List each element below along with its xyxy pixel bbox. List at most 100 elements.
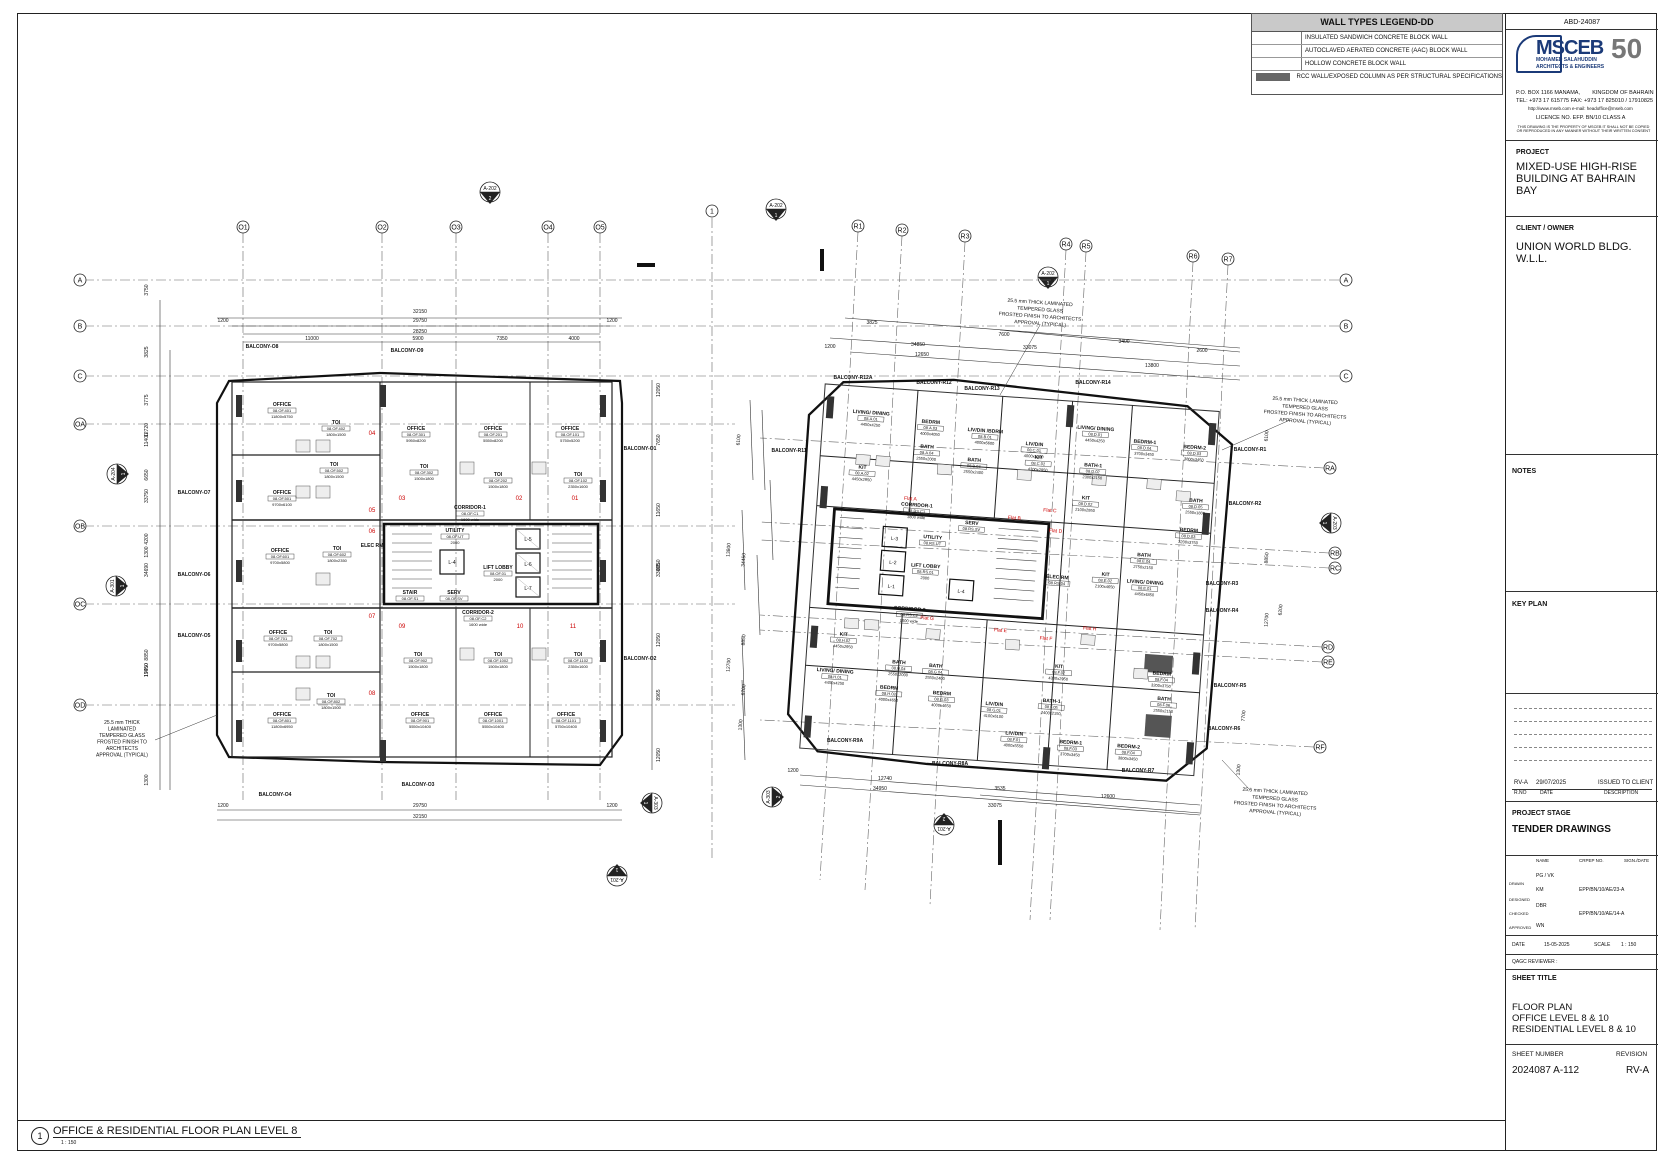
stair-tread [835,576,860,580]
note-line: TEMPERED GLASS [1252,794,1299,803]
dimension-value: 4000 [568,336,579,342]
room-size: 4000x5200 [1024,453,1045,459]
grid-row-bubble [73,519,87,533]
note-line: APPROVAL (TYPICAL) [96,753,148,759]
fixture [1091,474,1107,487]
note-line: APPROVAL (TYPICAL) [1249,808,1302,818]
section-ref: A-202 [1041,271,1055,277]
room-tag-box [980,706,1008,714]
stair-tread [839,516,864,520]
room-tag: 08.OF.1101 [556,718,577,723]
grid-row-bubble-label: C [1343,374,1348,381]
lift-diagonal [515,528,541,550]
grid-col-bubble [1186,249,1200,263]
section-ref: A-201 [610,876,624,882]
room-name: BATH [920,444,934,451]
dimension-value: 1200 [217,318,228,324]
sheet-title-2: OFFICE LEVEL 8 & 10 [1512,1013,1609,1024]
room-tag-box [1180,449,1208,457]
room-tag: 08.OF.UT [446,534,464,539]
lift-label: L-2 [889,560,897,567]
dimension-value: 29750 [413,318,427,324]
toilet-fixture [295,655,311,669]
legend-swatch [1252,32,1302,44]
fixture [875,455,891,467]
room-tag: 08.OF.01 [490,571,507,576]
grid-row-bubble [73,319,87,333]
room-tag-box [848,469,876,477]
room-tag: 08.OF.C1 [462,511,480,516]
room-name: CORRIDOR-1 [454,505,486,511]
room-size: 4450x4850 [1134,591,1155,597]
dimension-value: 3750 [144,284,150,295]
room-name: TOI [574,652,583,658]
sig-header-name: NAME [1536,858,1550,863]
rcc-column [600,395,606,417]
room-name: LIVING/ DINING [1126,578,1163,587]
rev-desc: ISSUED TO CLIENT [1598,780,1654,786]
room-tag: 08.OF.601 [271,554,290,559]
room-tag-box [971,433,999,441]
dimension-value: 12700 [726,658,733,673]
room-tag: 08.E.04 [1137,558,1152,564]
dimension-value: 34950 [873,786,887,792]
legend-swatch [1252,58,1302,70]
room-name: SERV [447,590,461,596]
room-size: 2100x2950 [1075,507,1096,513]
lift-label: L-3 [891,536,899,543]
dimension-value: 1200 [824,344,835,350]
room-tag-box [1091,576,1119,585]
sig-name: PG / VK [1536,873,1555,879]
balcony-label: BALCONY-R4 [1206,608,1239,614]
dimension-line [761,409,766,491]
disclaimer: THIS DRAWING IS THE PROPERTY OF MSCEB IT… [1516,125,1651,133]
dimension-line [829,337,1241,367]
leader-line [999,324,1041,396]
room-tag: 08.A.03 [923,425,938,431]
dimension-value: 8850 [1264,552,1271,564]
fixture [1146,478,1162,490]
room-tag: 08.D.03 [1181,533,1196,539]
fixture [855,454,871,466]
section-arrow [117,464,129,484]
office-exterior-wall [215,371,624,767]
section-arrow [766,209,786,221]
sheet-number-label: SHEET NUMBER [1512,1051,1564,1058]
room-tag-box [478,717,508,724]
grid-col-bubble-label: R2 [898,228,907,235]
room-tag: 08.F.03 [1064,745,1078,751]
room-tag-box [483,657,513,664]
grid-line [759,521,1330,554]
sig-role: CHECKED [1509,911,1529,916]
door-number: 04 [369,431,376,437]
room-tag: 08.D.04 [1137,445,1152,451]
dimension-line [756,554,761,636]
grid-line [819,231,859,881]
anniversary-badge: 50 [1611,33,1643,64]
company-logo: MSCEB [1536,37,1604,59]
dimension-value: 34850 [911,342,925,348]
office-core [382,522,600,606]
room-name: LIVING/ DINING [1077,425,1114,434]
room-tag-box [322,551,352,558]
room-tag-box [917,424,944,432]
room-name: BEDRM [880,685,899,692]
room-tag-box [1114,748,1142,757]
room-tag: 08.OF.901 [411,718,430,723]
dimension-value: 1300 [144,774,150,785]
grid-col-bubble-label: O3 [451,225,460,232]
stair-tread [997,548,1038,552]
grid-row-bubble-label: RC [1330,566,1340,573]
room-tag-box [401,431,431,438]
room-name: BATH [929,663,943,670]
balcony-label: BALCONY-R14 [1075,380,1111,386]
door-number: 08 [369,691,376,697]
room-name: OFFICE [273,402,292,408]
grid-col-bubble-label: R5 [1082,244,1091,251]
grid-col-bubble-label: R6 [1189,254,1198,261]
stair-tread [835,586,860,590]
grid-col-bubble [236,220,250,234]
notes-label: NOTES [1512,468,1537,475]
partition [1056,522,1065,625]
